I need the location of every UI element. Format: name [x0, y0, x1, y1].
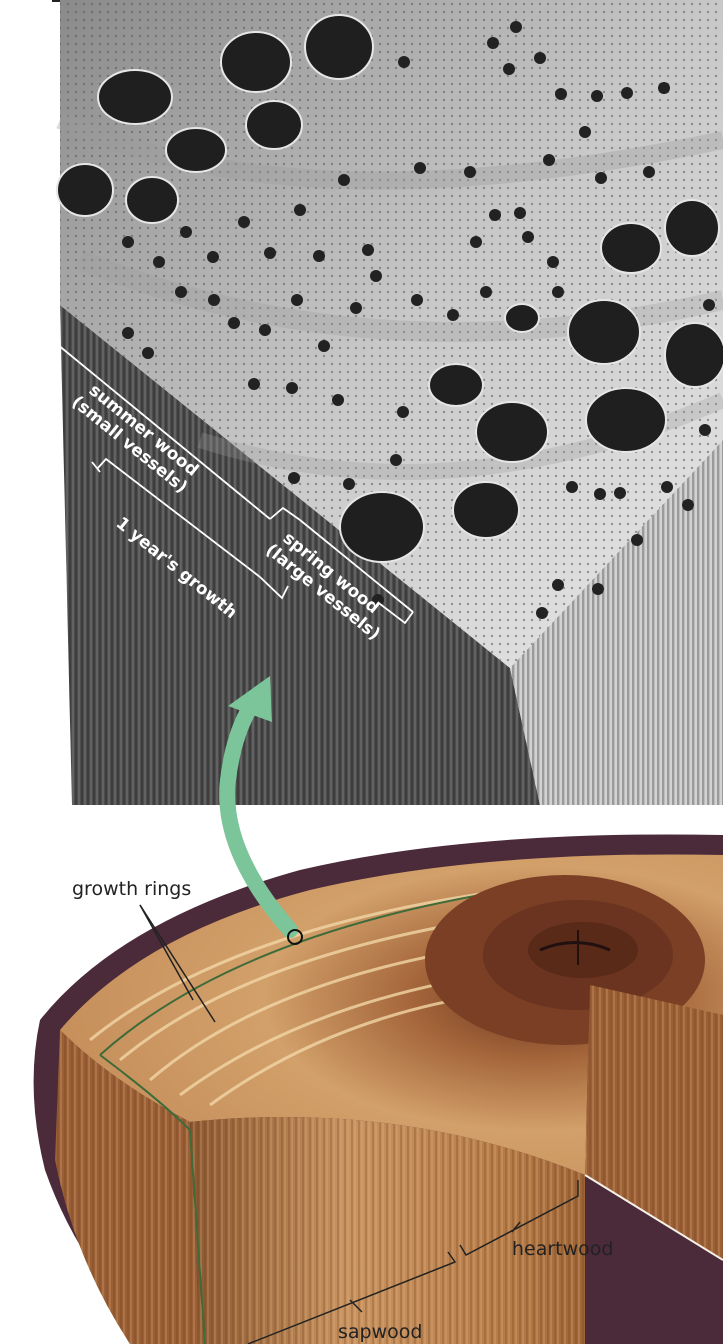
growth-rings-label: growth rings — [72, 878, 191, 900]
heartwood-label: heartwood — [512, 1238, 614, 1260]
micrograph: summer wood (small vessels) spring wood … — [33, 0, 723, 805]
sapwood-label: sapwood — [338, 1321, 422, 1343]
trunk-section — [34, 834, 723, 1344]
